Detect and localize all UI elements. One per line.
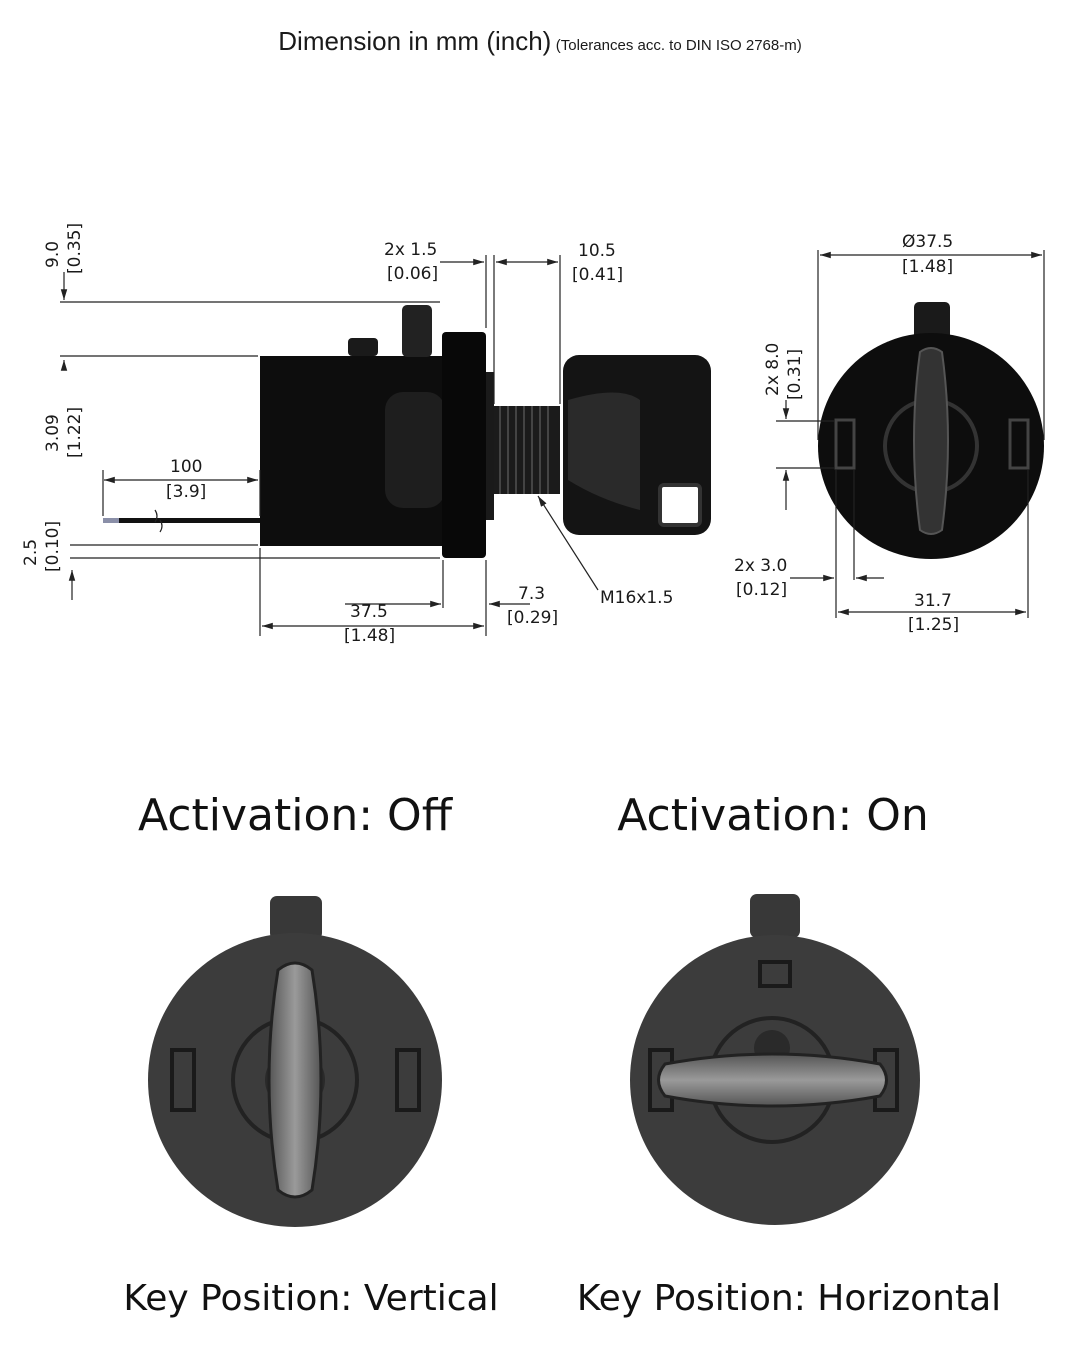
front-top-pin	[914, 302, 950, 342]
front-slot-right	[1008, 418, 1030, 470]
activation-off-caption: Key Position: Vertical	[123, 1278, 498, 1319]
on-top-pin	[750, 894, 800, 938]
title-subtitle: (Tolerances acc. to DIN ISO 2768-m)	[555, 37, 802, 54]
off-key-vertical	[267, 961, 323, 1199]
svg-text:[1.22]: [1.22]	[65, 407, 85, 458]
dim-diameter-mm: Ø37.5	[902, 232, 953, 252]
dim-slot-spacing-inch: [1.25]	[908, 615, 959, 635]
activation-off-panel: Activation: Off Key Position: Vertical	[123, 790, 498, 1319]
off-slot-left	[170, 1048, 196, 1112]
dim-thread-length-inch: [0.41]	[572, 265, 623, 285]
svg-text:2x 8.0: 2x 8.0	[763, 343, 783, 396]
mounting-flange	[442, 332, 486, 558]
activation-on-heading: Activation: On	[617, 790, 929, 841]
dim-top-offset: 9.0 [0.35]	[43, 223, 85, 274]
on-key-horizontal	[657, 1052, 888, 1108]
cable	[103, 518, 261, 523]
dim-cable-length-inch: [3.9]	[166, 482, 206, 502]
off-top-pin	[270, 896, 322, 940]
dim-slot-spacing-mm: 31.7	[914, 591, 952, 611]
svg-text:[0.31]: [0.31]	[785, 349, 805, 400]
svg-text:[0.10]: [0.10]	[43, 521, 63, 572]
title-main: Dimension in mm (inch)	[278, 26, 552, 56]
dim-slot-depth-inch: [0.12]	[736, 580, 787, 600]
activation-on-panel: Activation: On Key Position: Horizontal	[577, 790, 1001, 1319]
side-view: 9.0 [0.35] 3.09 [1.22] 2.5 [0.10] 2x 1.5…	[21, 223, 711, 646]
front-view: Ø37.5 [1.48] 2x 8.0 [0.31] 2x 3.0 [0.12]…	[734, 232, 1045, 635]
key-head-shade	[568, 392, 640, 510]
dim-slot-width-inch: [0.06]	[387, 264, 438, 284]
thread-label: M16x1.5	[600, 588, 673, 608]
thread	[494, 406, 560, 494]
flange-step	[486, 372, 494, 520]
svg-text:9.0: 9.0	[43, 241, 63, 268]
dim-body-length-inch: [1.48]	[344, 626, 395, 646]
svg-text:3.09: 3.09	[43, 414, 63, 452]
front-slot-left	[834, 418, 856, 470]
dim-cable-length-mm: 100	[170, 457, 202, 477]
activation-off-heading: Activation: Off	[138, 790, 454, 841]
dim-body-length-mm: 37.5	[350, 602, 388, 622]
drawing-title: Dimension in mm (inch) (Tolerances acc. …	[0, 26, 1080, 57]
body-boss	[385, 392, 445, 508]
cable-break-mark	[154, 509, 163, 533]
svg-text:[0.35]: [0.35]	[65, 223, 85, 274]
cable-tip	[103, 518, 119, 523]
on-slot-top	[758, 960, 792, 988]
top-screw	[348, 338, 378, 356]
dim-slot-height: 2x 8.0 [0.31]	[763, 343, 805, 400]
dim-bottom-offset: 2.5 [0.10]	[21, 521, 63, 572]
dim-slot-depth-mm: 2x 3.0	[734, 556, 787, 576]
dim-diameter-inch: [1.48]	[902, 257, 953, 277]
svg-text:2.5: 2.5	[21, 539, 41, 566]
dim-flange-thickness-inch: [0.29]	[507, 608, 558, 628]
dim-flange-thickness-mm: 7.3	[518, 584, 545, 604]
top-pin	[402, 305, 432, 357]
dim-thread-length-mm: 10.5	[578, 241, 616, 261]
activation-on-caption: Key Position: Horizontal	[577, 1278, 1001, 1319]
off-slot-right	[395, 1048, 421, 1112]
key-head-window	[658, 483, 702, 527]
dim-body-height: 3.09 [1.22]	[43, 407, 85, 458]
dim-slot-width-mm: 2x 1.5	[384, 240, 437, 260]
front-key	[913, 347, 949, 535]
